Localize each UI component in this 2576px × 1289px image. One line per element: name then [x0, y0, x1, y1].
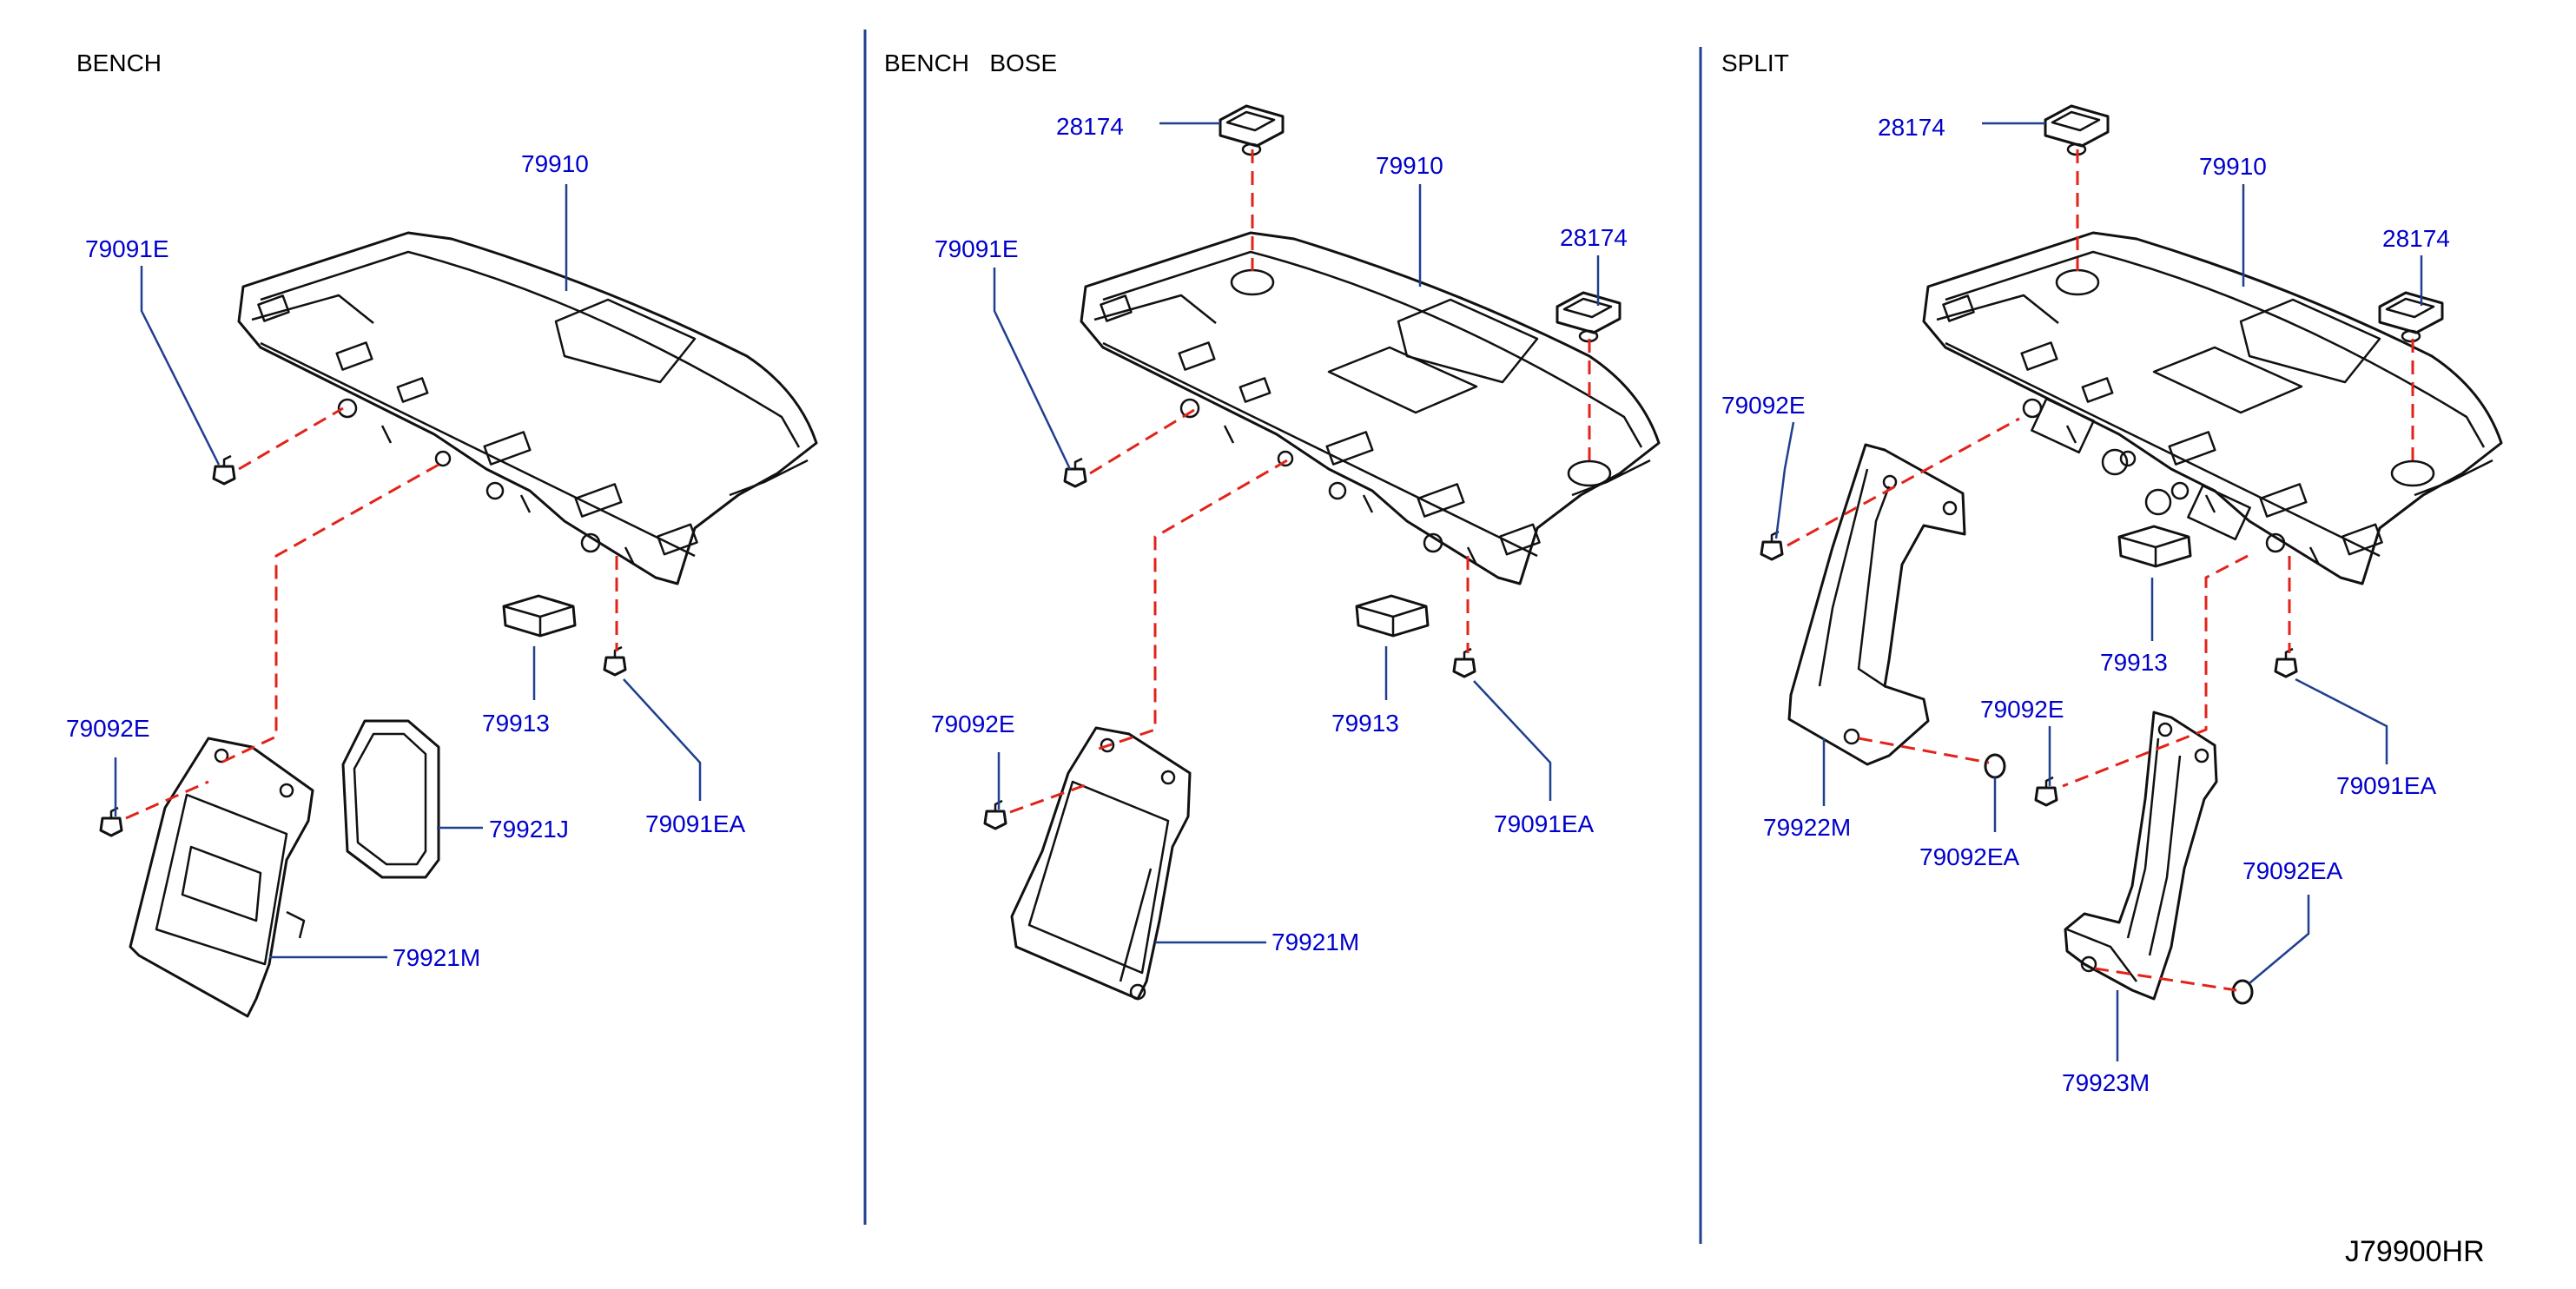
label-split-cap-right: 28174	[2382, 225, 2450, 252]
section-title-split: SPLIT	[1721, 50, 1789, 76]
label-bose-pad: 79913	[1331, 710, 1399, 737]
label-bose-clip-right: 79091EA	[1494, 810, 1595, 837]
label-split-fastener-mid: 79092E	[1980, 696, 2064, 723]
label-bose-bracket: 79921M	[1271, 929, 1359, 955]
split-anchor-hole-2	[2144, 488, 2172, 516]
label-bench-pad: 79913	[482, 710, 550, 737]
label-split-cap-top: 28174	[1878, 114, 1945, 141]
bose-assembly: 28174 79910 28174 79091E 79092E 79913 79…	[931, 104, 1661, 1001]
label-bose-cap-right: 28174	[1560, 224, 1628, 251]
split-cap-hole-right	[2390, 459, 2435, 487]
label-bose-fastener: 79092E	[931, 711, 1015, 737]
bench-leader-clip-left	[140, 266, 221, 466]
diagram-code: J79900HR	[2345, 1235, 2485, 1268]
label-split-clip-bottom-left: 79092EA	[1919, 843, 2020, 870]
label-split-bracket-left: 79922M	[1763, 814, 1851, 841]
bose-dash-clip	[1089, 408, 1195, 475]
bench-assembly: 79910 79091E 79092E 79913 79091EA 79921J…	[66, 150, 818, 1018]
bose-pad	[1355, 594, 1430, 638]
label-split-shelf: 79910	[2199, 153, 2267, 180]
label-bench-seal: 79921J	[489, 816, 569, 843]
split-fastener-mid	[2034, 776, 2058, 807]
split-seatbelt-slot-right	[2187, 484, 2251, 541]
split-assembly: 28174 79910 28174 79092E 79913 79091EA 7…	[1721, 104, 2503, 1096]
split-seatbelt-slot-left	[2031, 397, 2095, 454]
label-bench-clip-left: 79091E	[85, 235, 169, 262]
bench-dash-fastener	[125, 780, 209, 820]
label-split-fastener-left: 79092E	[1721, 392, 1806, 419]
bose-clip-right	[1452, 647, 1476, 678]
section-title-bench-bose: BENCH BOSE	[884, 50, 1057, 76]
bose-cap-right	[1556, 291, 1622, 343]
bose-dash-fastener	[1009, 782, 1091, 814]
split-leader-fastener-left	[1774, 421, 1795, 539]
bench-rear-shelf	[237, 231, 818, 585]
bose-dash-bracket	[1098, 459, 1288, 750]
label-bose-shelf: 79910	[1376, 152, 1443, 179]
bench-seal	[341, 719, 440, 879]
split-bracket-right	[2064, 711, 2218, 1001]
bose-bracket	[1010, 726, 1192, 1001]
split-speaker-opening	[2152, 346, 2303, 414]
split-anchor-hole-1	[2101, 448, 2129, 476]
label-split-pad: 79913	[2100, 649, 2168, 676]
split-clip-right	[2274, 647, 2298, 678]
split-leader-clip-bottom-right	[2249, 895, 2310, 984]
bench-bracket	[129, 737, 314, 1018]
bose-cap-hole-right	[1567, 459, 1612, 487]
bench-fastener	[99, 806, 123, 837]
split-cap-top	[2044, 104, 2110, 156]
split-dash-fastener-left	[1787, 417, 2020, 547]
bose-cap-top	[1219, 104, 1285, 156]
section-title-bench: BENCH	[76, 50, 162, 76]
label-bench-shelf: 79910	[521, 150, 589, 177]
split-pad	[2117, 525, 2192, 568]
split-dash-bracket-right-top	[2062, 554, 2249, 788]
label-split-clip-right: 79091EA	[2336, 772, 2437, 799]
bose-leader-clip-left	[993, 268, 1072, 470]
bench-pad	[502, 594, 577, 638]
label-bench-bracket: 79921M	[393, 944, 480, 971]
bose-rear-shelf	[1080, 231, 1661, 585]
label-bench-fastener: 79092E	[66, 715, 150, 742]
split-clip-bottom-left	[1984, 753, 2006, 779]
bose-speaker-opening	[1327, 346, 1478, 414]
split-dash-bracket-left	[1858, 737, 1990, 764]
label-split-bracket-right: 79923M	[2062, 1069, 2150, 1096]
label-split-clip-bottom-right: 79092EA	[2242, 857, 2343, 884]
split-bracket-left	[1787, 443, 1966, 766]
bose-fastener	[983, 799, 1007, 830]
label-bose-cap-top: 28174	[1056, 113, 1124, 140]
split-rear-shelf	[1922, 231, 2503, 585]
split-dash-bracket-right-bottom	[2094, 967, 2237, 992]
bench-dash-bracket	[216, 463, 439, 766]
bench-dash-clip	[238, 407, 344, 471]
split-leader-clip-right	[2295, 678, 2388, 764]
split-clip-bottom-right	[2231, 979, 2254, 1005]
label-bench-clip-right: 79091EA	[645, 810, 746, 837]
bench-clip-right	[603, 645, 627, 677]
label-bose-clip-left: 79091E	[935, 235, 1019, 262]
split-fastener-left	[1760, 530, 1784, 561]
bench-leader-clip-right	[623, 678, 702, 801]
bose-leader-clip-right	[1473, 680, 1552, 801]
